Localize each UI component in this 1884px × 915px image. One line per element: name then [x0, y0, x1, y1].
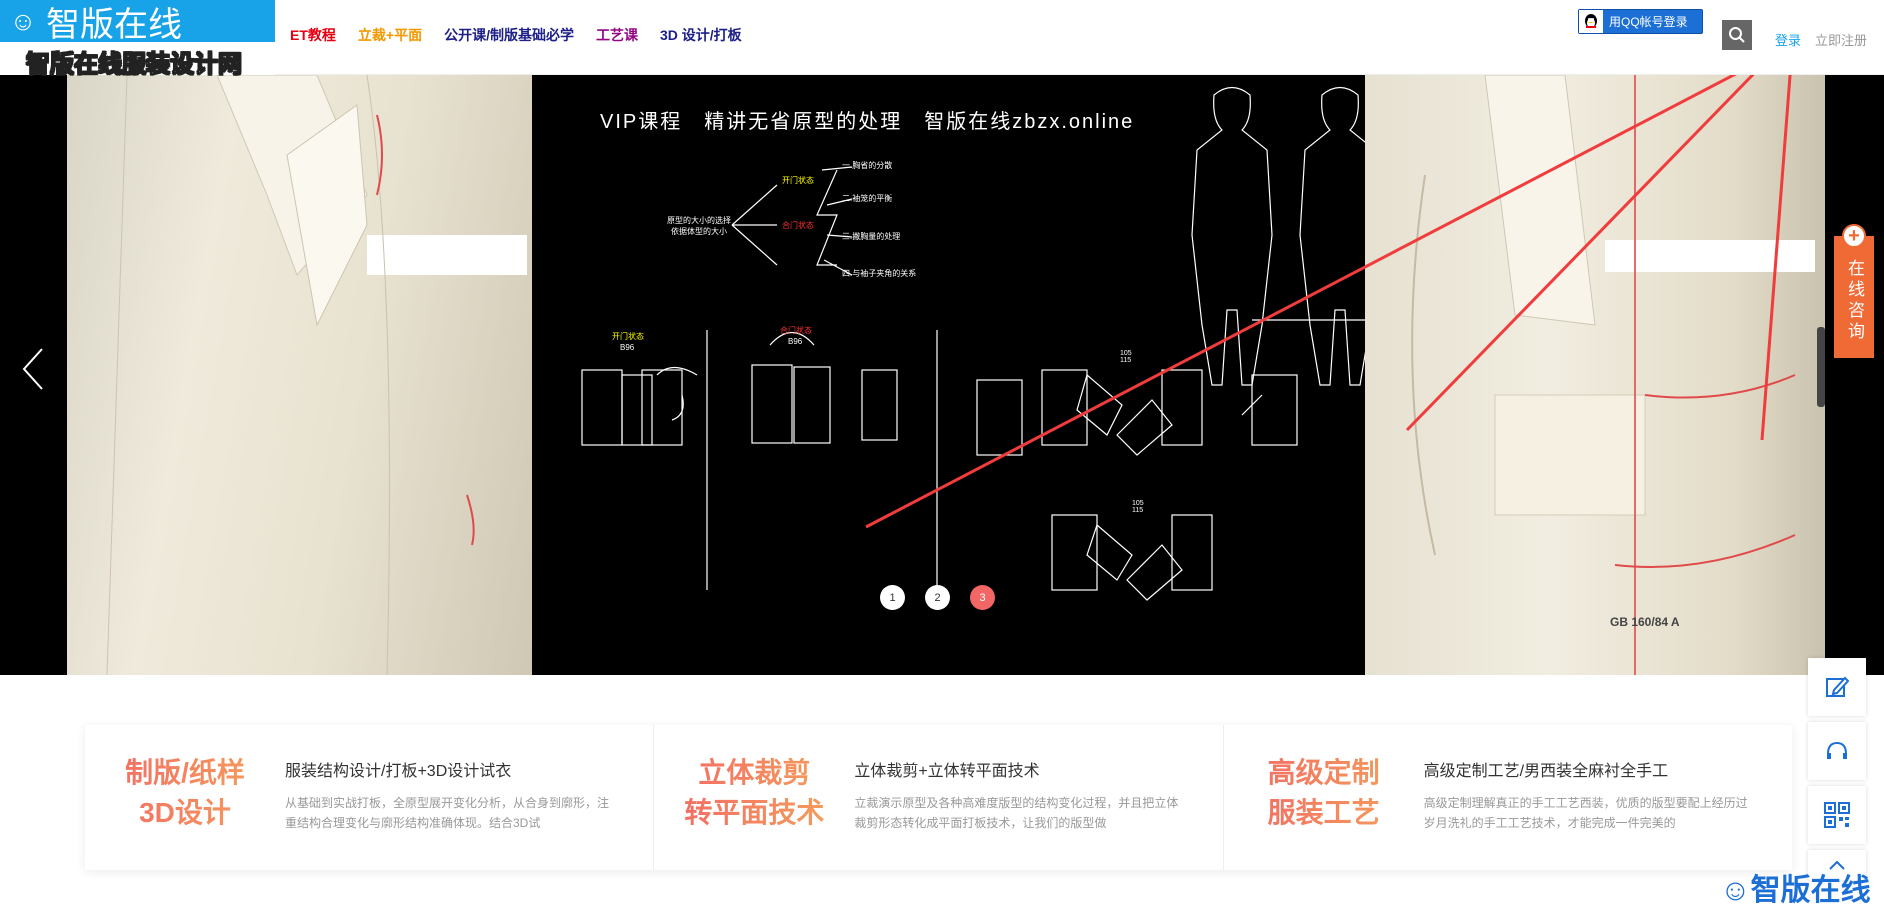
nav-draping-flat[interactable]: 立裁+平面 [357, 27, 423, 43]
person-ruler-icon: ☺ [9, 5, 37, 36]
support-button[interactable] [1808, 722, 1866, 780]
feature-heading: 立体裁剪+立体转平面技术 [854, 763, 1040, 780]
search-button[interactable] [1722, 20, 1752, 50]
nav-et-tutorial[interactable]: ET教程 [290, 27, 336, 43]
top-icon [1829, 860, 1845, 870]
feature-section: 制版/纸样 3D设计 服装结构设计/打板+3D设计试衣 从基础到实战打板，全原型… [85, 725, 1792, 870]
diagram-sub-open-size: B96 [620, 343, 635, 352]
scroll-handle[interactable] [1817, 327, 1825, 407]
diagram-sub-closed-size: B96 [788, 337, 803, 346]
slide-title: VIP课程 精讲无省原型的处理 智版在线zbzx.online [600, 111, 1135, 133]
feature-text: 服装结构设计/打板+3D设计试衣 从基础到实战打板，全原型展开变化分析，从合身到… [285, 753, 653, 870]
watermark-mark-icon: ☺ [1720, 874, 1751, 907]
main-nav: ET教程 立裁+平面 公开课/制版基础必学 工艺课 3D 设计/打板 [290, 25, 764, 45]
feature-title-line1: 高级定制 [1267, 757, 1380, 788]
feature-desc: 高级定制理解真正的手工工艺西装，优质的版型要配上经历过岁月洗礼的手工工艺技术，才… [1423, 796, 1748, 830]
watermark-logo: ☺智版在线 [1720, 865, 1871, 909]
feature-title: 高级定制 服装工艺 [1224, 753, 1424, 870]
diagram-item-1: 一.胸省的分散 [842, 161, 893, 170]
edit-button[interactable] [1808, 658, 1866, 716]
mannequin-size-label: GB 160/84 A [1610, 615, 1680, 629]
feature-title-line1: 立体裁剪 [698, 757, 811, 788]
diagram-item-3: 三.撇胸量的处理 [842, 232, 901, 241]
feature-card[interactable]: 立体裁剪 转平面技术 立体裁剪+立体转平面技术 立裁演示原型及各种高难度版型的结… [654, 725, 1224, 870]
active-slide[interactable]: VIP课程 精讲无省原型的处理 智版在线zbzx.online 原型的大小的选择… [532, 75, 1365, 675]
diagram-sub-open: 开门状态 [612, 332, 644, 341]
slide-prev-photo [67, 75, 532, 675]
feature-heading: 服装结构设计/打板+3D设计试衣 [285, 763, 512, 780]
watermark-text: 智版在线 [1750, 874, 1871, 907]
diagram-size-b: 105 115 [1132, 500, 1144, 514]
site-header: ☺ 智版在线 智版在线服装设计网 ET教程 立裁+平面 公开课/制版基础必学 工… [0, 0, 1884, 79]
feature-text: 立体裁剪+立体转平面技术 立裁演示原型及各种高难度版型的结构变化过程，并且把立体… [854, 753, 1222, 870]
site-logo[interactable]: ☺ 智版在线 智版在线服装设计网 [0, 0, 275, 79]
feature-title-line2: 转平面技术 [684, 797, 825, 828]
qrcode-icon [1824, 802, 1850, 828]
plus-icon: + [1842, 224, 1866, 248]
feature-heading: 高级定制工艺/男西装全麻衬全手工 [1423, 763, 1669, 780]
carousel-prev-arrow[interactable] [20, 345, 50, 395]
diagram-size-a: 105 115 [1120, 350, 1132, 364]
carousel-dot-1[interactable]: 1 [880, 585, 905, 610]
nav-3d-design[interactable]: 3D 设计/打板 [659, 27, 742, 43]
feature-title-line2: 服装工艺 [1267, 797, 1380, 828]
hero-carousel: GB 160/84 A [0, 75, 1884, 675]
feature-text: 高级定制工艺/男西装全麻衬全手工 高级定制理解真正的手工工艺西装，优质的版型要配… [1424, 753, 1792, 870]
nav-craft-course[interactable]: 工艺课 [595, 27, 638, 43]
online-consult-button[interactable]: + 在线咨询 [1834, 224, 1874, 358]
diagram-state-open: 开门状态 [782, 176, 814, 185]
annotation-arrows [865, 75, 1792, 529]
nav-open-course[interactable]: 公开课/制版基础必学 [444, 27, 574, 43]
edit-icon [1826, 676, 1850, 697]
slide-next-photo: GB 160/84 A [1365, 75, 1825, 675]
feature-title-line2: 3D设计 [139, 797, 231, 828]
feature-desc: 从基础到实战打板，全原型展开变化分析，从合身到廓形，注重结构合理变化与廓形结构准… [285, 796, 610, 830]
feature-card[interactable]: 制版/纸样 3D设计 服装结构设计/打板+3D设计试衣 从基础到实战打板，全原型… [85, 725, 655, 870]
login-link[interactable]: 登录 [1775, 33, 1802, 48]
logo-subtitle: 智版在线服装设计网 [26, 51, 243, 79]
feature-title: 立体裁剪 转平面技术 [654, 753, 854, 870]
feature-title: 制版/纸样 3D设计 [85, 753, 285, 870]
chevron-left-icon [22, 348, 43, 390]
feature-card[interactable]: 高级定制 服装工艺 高级定制工艺/男西装全麻衬全手工 高级定制理解真正的手工工艺… [1224, 725, 1792, 870]
register-link[interactable]: 立即注册 [1815, 33, 1868, 48]
carousel-dot-3[interactable]: 3 [970, 585, 995, 610]
qq-login-label: 用QQ帐号登录 [1609, 15, 1688, 29]
side-toolbar [1808, 658, 1866, 886]
qq-penguin-icon [1579, 10, 1603, 33]
carousel-dots: 1 2 3 [880, 585, 1015, 610]
diagram-item-2: 二.袖笼的平衡 [842, 194, 893, 203]
logo-bar: ☺ 智版在线 [0, 0, 275, 44]
diagram-sub-closed: 合门状态 [780, 326, 812, 335]
feature-title-line1: 制版/纸样 [125, 757, 245, 788]
feature-desc: 立裁演示原型及各种高难度版型的结构变化过程，并且把立体裁剪形态转化成平面打板技术… [854, 796, 1179, 830]
qq-login-button[interactable]: 用QQ帐号登录 [1578, 9, 1703, 34]
headset-icon [1827, 741, 1847, 759]
diagram-item-4: 四.与袖子夹角的关系 [842, 269, 917, 278]
consult-label: 在线咨询 [1845, 259, 1864, 343]
diagram-state-closed: 合门状态 [782, 221, 814, 230]
logo-name: 智版在线 [46, 5, 182, 44]
qrcode-button[interactable] [1808, 786, 1866, 844]
diagram-label-center: 原型的大小的选择 依据体型的大小 [667, 216, 731, 236]
carousel-dot-2[interactable]: 2 [925, 585, 950, 610]
back-to-top-button[interactable] [1808, 850, 1866, 880]
search-icon [1729, 27, 1745, 43]
